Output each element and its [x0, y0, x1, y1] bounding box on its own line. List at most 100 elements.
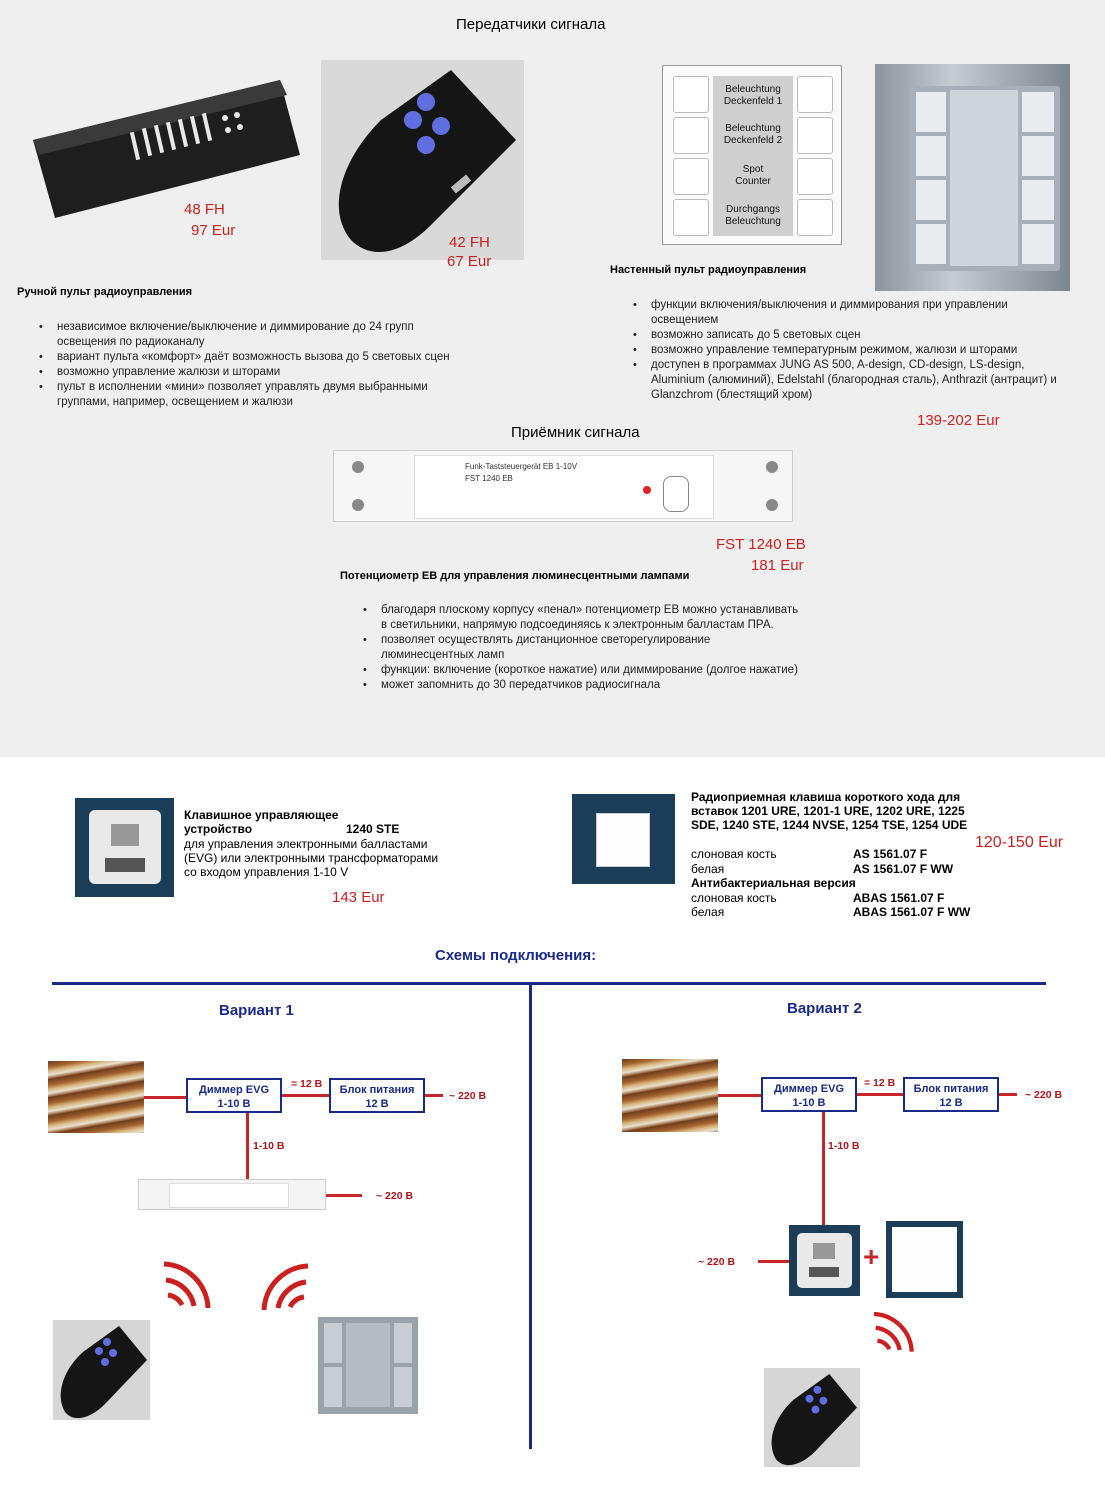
wall-heading: Настенный пульт радиоуправления	[610, 264, 807, 276]
model-48fh: 48 FH	[184, 201, 225, 218]
model-42fh: 42 FH	[449, 234, 490, 251]
v1-label-220v: ~ 220 В	[449, 1090, 487, 1102]
receiver-device-label: Funk-Taststeuergerät EB 1-10V	[465, 462, 578, 471]
key-row-code: ABAS 1561.07 F WW	[853, 905, 971, 919]
handheld-bullets: независимое включение/выключение и димми…	[39, 320, 462, 410]
v1-wire	[246, 1113, 249, 1179]
variant2-title: Вариант 2	[787, 1000, 862, 1017]
receiver-price: 181 Eur	[751, 557, 804, 574]
key-row-label: белая	[691, 905, 725, 919]
v2-label-1-10v: 1-10 В	[828, 1140, 860, 1152]
v2-remote-image	[764, 1368, 860, 1467]
v2-dimmer-label: Диммер EVG	[774, 1083, 844, 1095]
remote-48fh-image	[25, 70, 315, 230]
price-42fh: 67 Eur	[447, 253, 492, 270]
v2-key-image	[886, 1221, 963, 1298]
v2-label-12v: = 12 В	[864, 1077, 896, 1089]
v1-dimmer-label2: 1-10 В	[217, 1098, 251, 1110]
receiver-device-model: FST 1240 EB	[465, 474, 513, 483]
handheld-bullet: возможно управление жалюзи и шторами	[39, 365, 462, 380]
handheld-bullet: вариант пульта «комфорт» даёт возможност…	[39, 350, 462, 365]
ste-price: 143 Eur	[332, 889, 385, 906]
key-anti-heading: Антибактериальная версия	[691, 876, 856, 890]
key-row-code: AS 1561.07 F	[853, 847, 928, 861]
v2-wire	[718, 1094, 761, 1097]
wall-price: 139-202 Eur	[917, 412, 1000, 429]
v1-label-1-10v: 1-10 В	[253, 1140, 285, 1152]
handheld-bullet: пульт в исполнении «мини» позволяет упра…	[39, 380, 462, 410]
remote-42fh-image	[321, 60, 524, 260]
v1-wall-switch-image	[318, 1317, 418, 1414]
panel-label-2: Beleuchtung Deckenfeld 2	[723, 123, 783, 146]
v2-psu-label2: 12 В	[939, 1097, 963, 1109]
receiver-bullet: может запомнить до 30 передатчиков радио…	[363, 678, 801, 693]
v2-label-220v: ~ 220 В	[1025, 1089, 1063, 1101]
price-48fh: 97 Eur	[191, 222, 236, 239]
wall-panel-image: Beleuchtung Deckenfeld 1 Beleuchtung Dec…	[662, 65, 842, 245]
v1-dimmer-label: Диммер EVG	[199, 1084, 269, 1096]
receiver-bullet: позволяет осуществлять дистанционное све…	[363, 633, 801, 663]
v2-plus-sign: +	[863, 1241, 880, 1272]
v2-dimmer-box: Диммер EVG 1-10 В	[761, 1077, 857, 1112]
wall-switch-photo	[875, 64, 1070, 291]
panel-label-1: Beleuchtung Deckenfeld 1	[723, 84, 783, 107]
v1-psu-box: Блок питания 12 В	[329, 1078, 425, 1113]
key-title: Радиоприемная клавиша короткого хода для…	[691, 790, 968, 832]
v1-label-220v-b: ~ 220 В	[376, 1190, 414, 1202]
v2-label-220v-b: ~ 220 В	[698, 1256, 736, 1268]
v2-wire	[822, 1112, 825, 1225]
key-image	[572, 794, 675, 884]
wall-bullet: возможно записать до 5 световых сцен	[633, 328, 1071, 343]
wall-bullets: функции включения/выключения и диммирова…	[633, 298, 1071, 403]
v1-psu-label2: 12 В	[365, 1098, 389, 1110]
v1-psu-label: Блок питания	[339, 1084, 415, 1096]
v2-wire	[999, 1093, 1017, 1096]
key-row-label: белая	[691, 861, 725, 876]
transmitters-title: Передатчики сигнала	[456, 16, 606, 33]
v2-led-strip-image	[622, 1059, 718, 1132]
wall-bullet: функции включения/выключения и диммирова…	[633, 298, 1071, 328]
v2-dimmer-label2: 1-10 В	[792, 1097, 826, 1109]
v2-wire	[758, 1260, 790, 1263]
v1-wire	[282, 1094, 329, 1097]
receiver-model: FST 1240 EB	[716, 536, 806, 553]
panel-label-3: Spot Counter	[735, 164, 771, 187]
v1-label-12v: = 12 В	[291, 1078, 323, 1090]
v1-wire	[425, 1094, 443, 1097]
key-row-code: AS 1561.07 F WW	[853, 861, 954, 876]
ste-code: 1240 STE	[346, 822, 400, 836]
ste-desc: для управления электронными балластами (…	[184, 837, 439, 879]
v1-led-strip-image	[48, 1061, 144, 1133]
ste-title: Клавишное управляющее	[184, 808, 339, 822]
handheld-heading: Ручной пульт радиоуправления	[17, 286, 193, 298]
receiver-bullet: функции: включение (короткое нажатие) ил…	[363, 663, 801, 678]
key-row-label: слоновая кость	[691, 890, 777, 905]
v1-receiver-image	[138, 1179, 326, 1210]
scheme-top-line	[52, 982, 1046, 985]
v2-psu-label: Блок питания	[913, 1083, 989, 1095]
key-price: 120-150 Eur	[975, 834, 1064, 851]
receiver-heading: Потенциометр ЕВ для управления люминесце…	[340, 570, 690, 582]
v1-radio-waves-icon	[163, 1261, 211, 1309]
v1-remote-image	[53, 1320, 150, 1420]
panel-label-4: Durchgangs Beleuchtung	[725, 204, 781, 227]
v2-psu-box: Блок питания 12 В	[903, 1077, 999, 1112]
v1-wire	[144, 1096, 186, 1099]
receiver-title: Приёмник сигнала	[511, 424, 640, 441]
scheme-divider	[529, 985, 532, 1449]
receiver-device-image: Funk-Taststeuergerät EB 1-10V FST 1240 E…	[333, 450, 793, 522]
receiver-bullet: благодаря плоскому корпусу «пенал» потен…	[363, 603, 801, 633]
wall-bullet: доступен в программах JUNG AS 500, A-des…	[633, 358, 1071, 403]
v1-radio-waves-icon-2	[261, 1263, 309, 1311]
key-specs: слоновая кость AS 1561.07 F белая AS 1561.…	[691, 847, 981, 920]
variant1-title: Вариант 1	[219, 1002, 294, 1019]
ste-title2: устройство	[184, 822, 253, 836]
key-row-label: слоновая кость	[691, 847, 777, 861]
v2-wire	[857, 1093, 903, 1096]
v1-wire	[326, 1194, 362, 1197]
v1-dimmer-box: Диммер EVG 1-10 В	[186, 1078, 282, 1113]
wall-bullet: возможно управление температурным режимо…	[633, 343, 1071, 358]
v2-ste-device-image	[789, 1225, 860, 1296]
key-row-code: ABAS 1561.07 F	[853, 890, 945, 905]
receiver-bullets: благодаря плоскому корпусу «пенал» потен…	[363, 603, 801, 693]
